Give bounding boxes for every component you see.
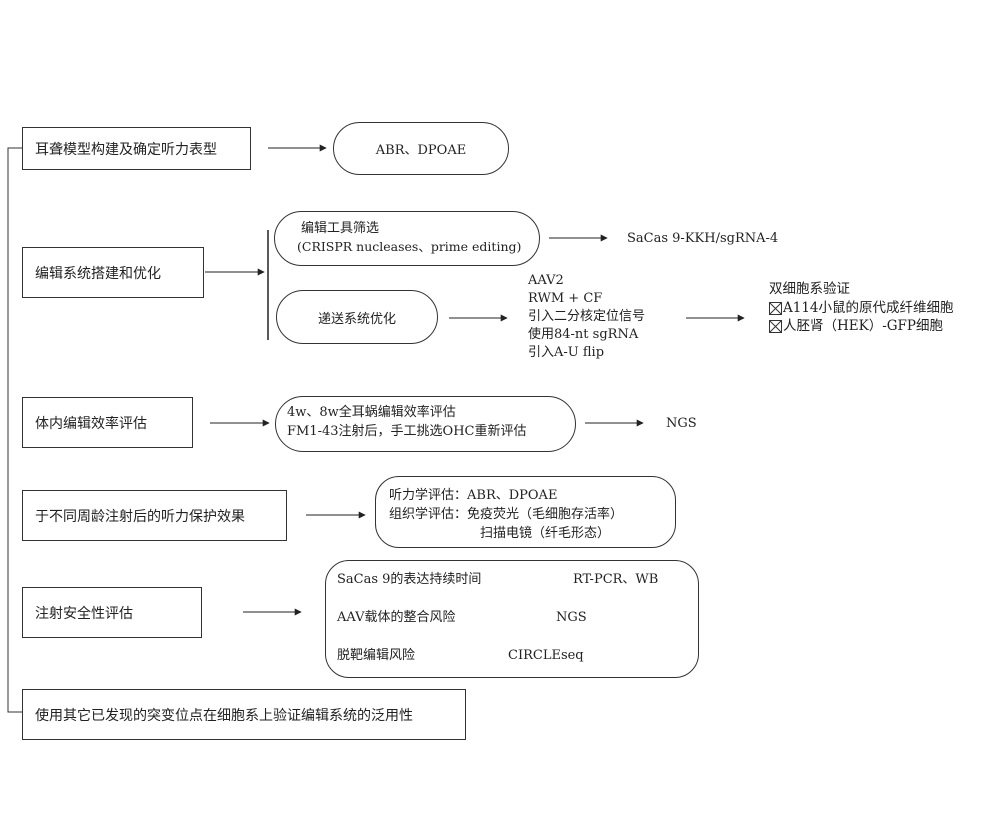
step-3-detail-box: 4w、8w全耳蜗编辑效率评估 FM1-43注射后，手工挑选OHC重新评估 — [275, 396, 576, 452]
tool-screening-sub: (CRISPR nucleases、prime editing) — [297, 239, 522, 254]
safety-result-1: RT-PCR、WB — [573, 572, 659, 587]
step-5-box: 注射安全性评估 — [22, 587, 202, 638]
step-2-label: 编辑系统搭建和优化 — [35, 265, 161, 282]
delivery-label: 递送系统优化 — [317, 311, 396, 327]
safety-item-2: AAV载体的整合风险 — [337, 610, 456, 625]
step-5-label: 注射安全性评估 — [35, 605, 133, 622]
validation-item-label: A114小鼠的原代成纤维细胞 — [783, 300, 954, 316]
step-5-detail-box: SaCas 9的表达持续时间 RT-PCR、WB AAV载体的整合风险 NGS … — [325, 560, 699, 678]
step-3-detail-2: FM1-43注射后，手工挑选OHC重新评估 — [287, 424, 527, 439]
backbone-line — [7, 147, 22, 713]
step-3-box: 体内编辑效率评估 — [22, 397, 193, 448]
validation-block: 双细胞系验证 A114小鼠的原代成纤维细胞 人胚肾（HEK）-GFP细胞 — [769, 280, 954, 335]
step-1-result: ABR、DPOAE — [375, 143, 467, 158]
step-4-detail-1: 听力学评估：ABR、DPOAE — [389, 488, 558, 503]
delivery-item: 引入A-U flip — [528, 345, 605, 360]
tool-screening-title: 编辑工具筛选 — [301, 221, 380, 236]
step-3-result: NGS — [666, 416, 697, 431]
step-3-detail-1: 4w、8w全耳蜗编辑效率评估 — [287, 405, 456, 420]
safety-item-3: 脱靶编辑风险 — [337, 648, 416, 663]
step-1-result-box: ABR、DPOAE — [333, 122, 509, 175]
delivery-item: 使用84-nt sgRNA — [528, 327, 639, 342]
validation-item-label: 人胚肾（HEK）-GFP细胞 — [783, 318, 944, 335]
validation-title: 双细胞系验证 — [769, 281, 850, 297]
step-4-box: 于不同周龄注射后的听力保护效果 — [22, 490, 287, 541]
delivery-items: AAV2 RWM + CF 引入二分核定位信号 使用84-nt sgRNA 引入… — [528, 272, 645, 362]
delivery-box: 递送系统优化 — [276, 290, 438, 344]
step-4-detail-3: 扫描电镜（纤毛形态） — [480, 526, 611, 541]
checkbox-icon — [769, 319, 782, 333]
validation-item: 人胚肾（HEK）-GFP细胞 — [769, 317, 954, 335]
safety-result-2: NGS — [556, 610, 587, 625]
step-6-box: 使用其它已发现的突变位点在细胞系上验证编辑系统的泛用性 — [22, 689, 466, 740]
step-1-label: 耳聋模型构建及确定听力表型 — [35, 141, 217, 158]
step-6-label: 使用其它已发现的突变位点在细胞系上验证编辑系统的泛用性 — [35, 707, 413, 724]
step-3-label: 体内编辑效率评估 — [35, 415, 147, 432]
checkbox-icon — [769, 301, 782, 315]
validation-item: A114小鼠的原代成纤维细胞 — [769, 299, 954, 317]
step-1-box: 耳聋模型构建及确定听力表型 — [22, 127, 251, 170]
delivery-item: RWM + CF — [528, 291, 603, 306]
step-4-detail-2: 组织学评估：免疫荧光（毛细胞存活率） — [389, 507, 624, 522]
step-4-detail-box: 听力学评估：ABR、DPOAE 组织学评估：免疫荧光（毛细胞存活率） 扫描电镜（… — [375, 476, 676, 548]
step-2-box: 编辑系统搭建和优化 — [22, 247, 204, 298]
tool-screening-result: SaCas 9-KKH/sgRNA-4 — [627, 231, 779, 246]
delivery-item: AAV2 — [528, 273, 564, 288]
safety-result-3: CIRCLEseq — [508, 648, 584, 663]
safety-item-1: SaCas 9的表达持续时间 — [337, 572, 482, 587]
delivery-item: 引入二分核定位信号 — [528, 309, 646, 324]
tool-screening-box: 编辑工具筛选 (CRISPR nucleases、prime editing) — [274, 211, 540, 266]
step-4-label: 于不同周龄注射后的听力保护效果 — [35, 508, 245, 525]
